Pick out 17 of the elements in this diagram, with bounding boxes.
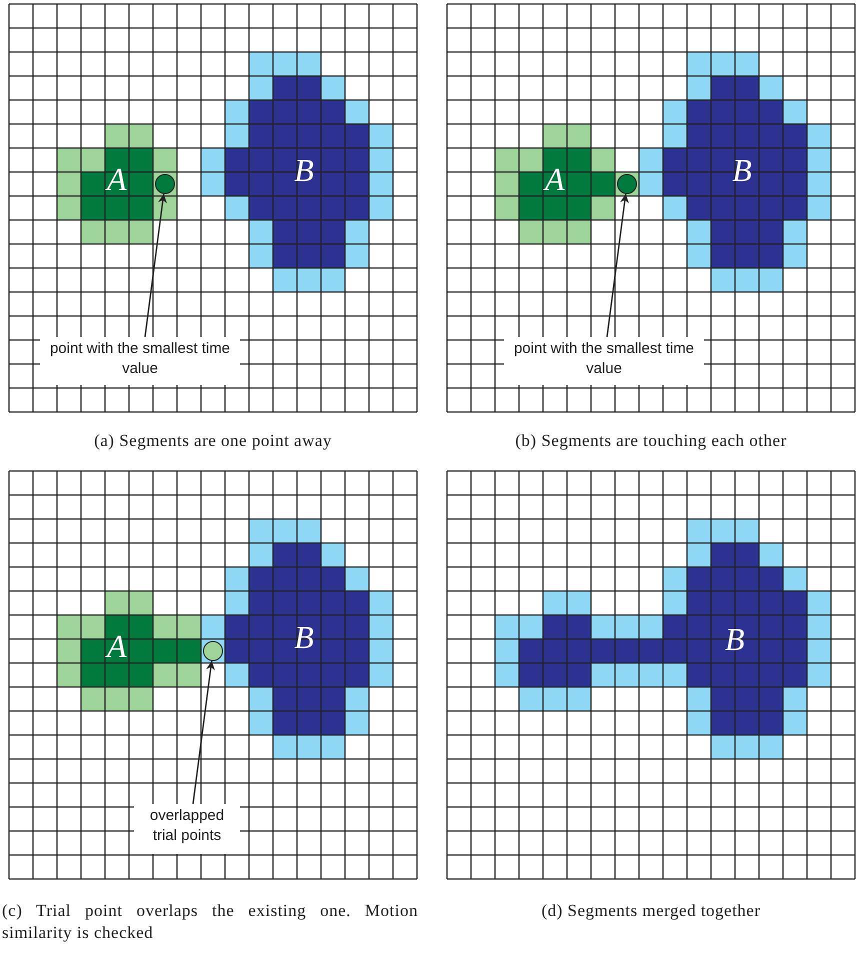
leader-line [192,660,215,804]
segment-letter: A [545,163,565,196]
segment-letter: A [107,630,127,662]
leader-line [606,194,629,338]
segment-letter: B [725,623,745,655]
figure-caption: (d) Segments merged together [540,900,762,922]
segment-letter: A [107,163,127,196]
segment-letter: B [294,620,314,653]
callout-label: point with the smallest time value [504,337,704,385]
segment-letter: B [732,154,752,186]
callout-label: point with the smallest time value [40,337,240,385]
figure-caption: (a) Segments are one point away [93,430,333,452]
segment-letter: B [294,154,314,186]
figure-caption: (c) Trial point overlaps the existing one. Motion similarity is checked [2,900,418,944]
callout-label: overlapped trial points [134,804,240,854]
figure-caption: (b) Segments are touching each other [514,430,788,452]
leader-line [144,194,167,338]
